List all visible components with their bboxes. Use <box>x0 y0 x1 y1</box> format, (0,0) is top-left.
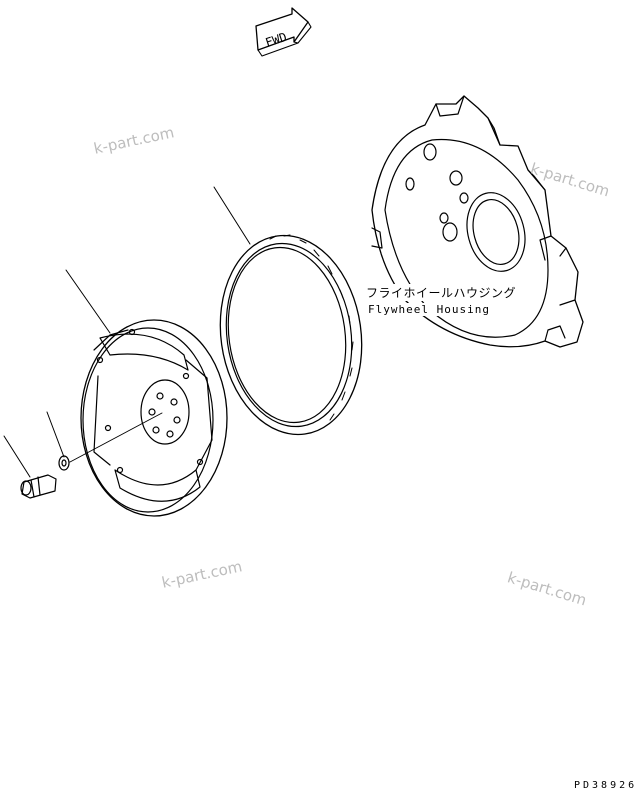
ring-gear <box>219 234 363 436</box>
housing-label-en: Flywheel Housing <box>366 303 492 316</box>
fwd-arrow-icon: FWD <box>255 7 312 57</box>
flywheel <box>80 319 228 517</box>
fwd-label: FWD <box>264 30 289 50</box>
leader-lines <box>3 186 251 478</box>
washer <box>58 455 70 471</box>
housing-label-jp: フライホイールハウジング <box>364 284 519 301</box>
bolt <box>20 474 57 499</box>
drawing-code: PD38926 <box>574 780 638 791</box>
